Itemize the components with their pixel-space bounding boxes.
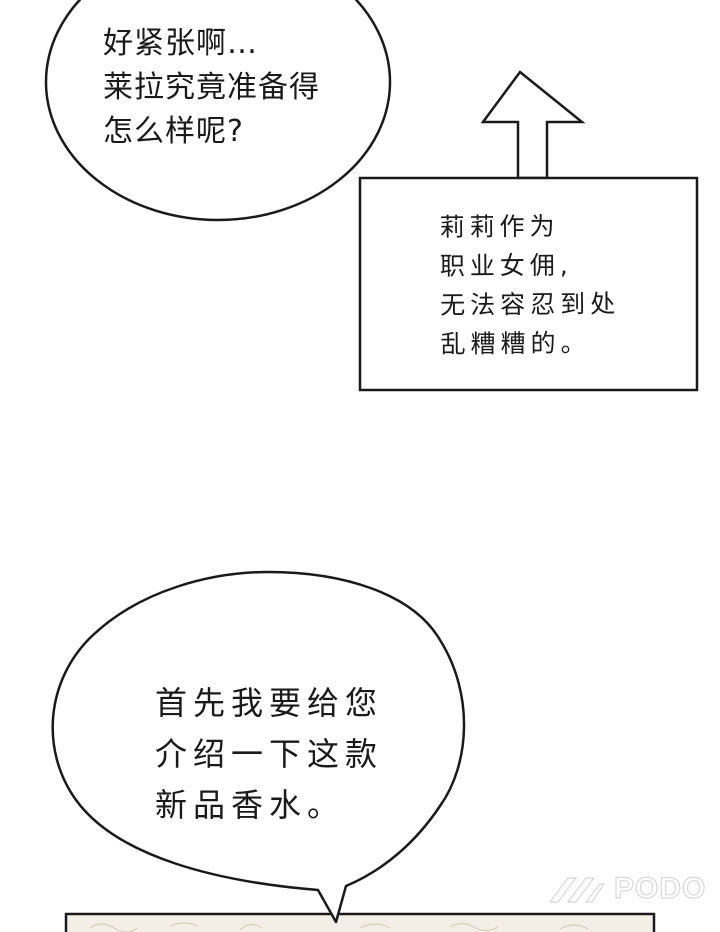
watermark: PODO xyxy=(546,871,707,906)
watermark-text: PODO xyxy=(613,871,707,905)
speech-bubble-top-text: 好紧张啊… 莱拉究竟准备得 怎么样呢? xyxy=(103,26,320,149)
next-panel-pattern xyxy=(89,922,589,932)
caption-text: 莉莉作为 职业女佣, 无法容忍到处 乱糟糟的。 xyxy=(439,211,621,359)
speech-bubble-top xyxy=(44,0,392,222)
caption-box xyxy=(358,176,699,392)
next-panel-frame xyxy=(64,912,656,932)
speech-bubble-bottom-text: 首先我要给您 介绍一下这款 新品香水。 xyxy=(155,684,384,824)
podo-logo-icon xyxy=(548,877,606,903)
speech-bubble-bottom xyxy=(51,570,466,924)
up-arrow-icon xyxy=(480,70,586,180)
